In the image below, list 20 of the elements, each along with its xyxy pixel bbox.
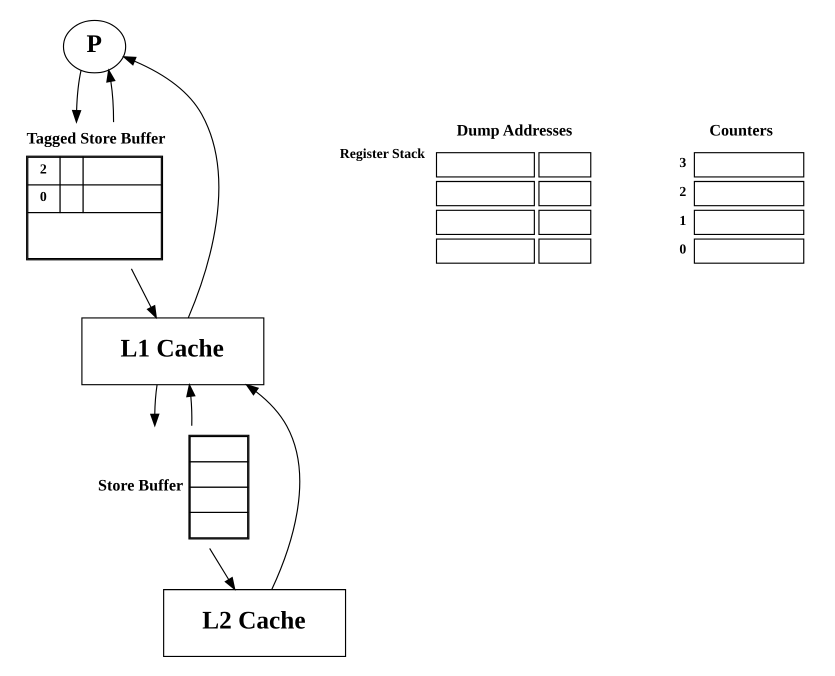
arrow xyxy=(209,548,236,590)
arrow xyxy=(245,383,300,590)
node-ellipse: P xyxy=(62,19,126,73)
node-label: 3 xyxy=(679,154,686,170)
arrow xyxy=(106,68,116,122)
arrow xyxy=(122,56,220,318)
node-label: Counters xyxy=(709,122,773,140)
arrow xyxy=(150,384,160,427)
node-label: 0 xyxy=(679,241,686,256)
node-label: Register Stack xyxy=(340,146,425,161)
node-label: Store Buffer xyxy=(98,476,184,494)
arrow xyxy=(130,268,158,319)
node-label: Tagged Store Buffer xyxy=(26,130,166,148)
node-box: L2 Cache xyxy=(163,588,346,656)
arrow xyxy=(72,70,82,124)
arrow xyxy=(186,382,196,426)
node-box: L1 Cache xyxy=(81,316,264,385)
node-label: 2 xyxy=(679,184,686,198)
node-label: 1 xyxy=(679,212,686,228)
node-label: Dump Addresses xyxy=(456,122,572,140)
